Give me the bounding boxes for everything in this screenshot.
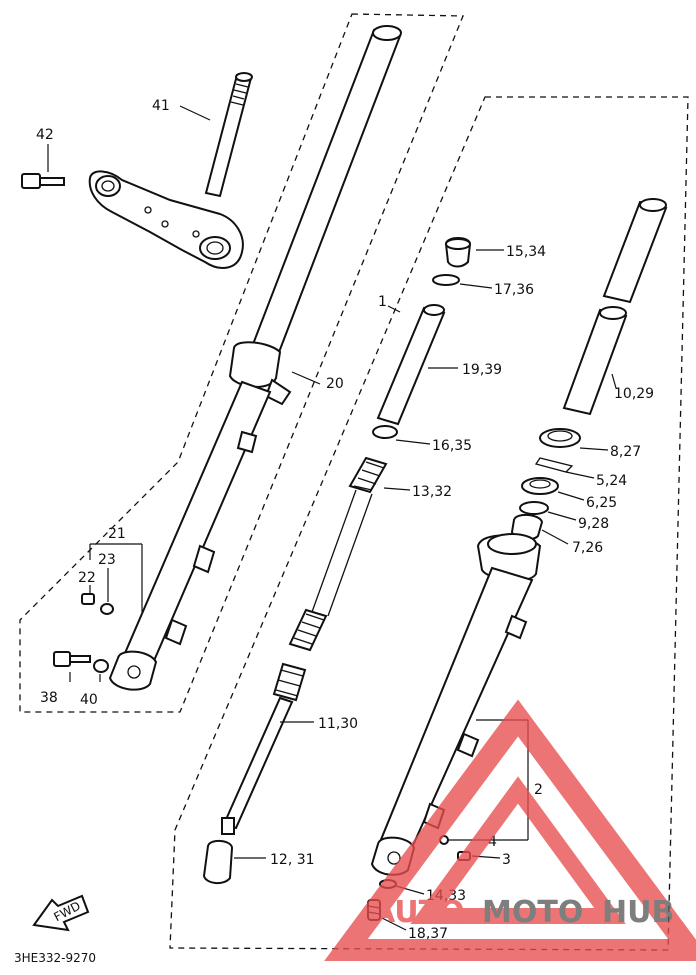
callout-18-37: 18,37 [408,926,448,942]
callout-17-36: 17,36 [494,282,534,298]
washer-40 [93,659,109,673]
cap-bolt [444,237,472,268]
spring-seat [372,425,398,439]
callout-11-30: 11,30 [318,716,358,732]
damper-rod [221,662,307,835]
washer-9 [519,501,549,515]
watermark-text-hub: HUB [602,895,674,930]
callout-3: 3 [502,852,511,868]
oil-seal [521,477,559,495]
callout-12-31: 12, 31 [270,852,315,868]
callout-4: 4 [488,834,497,850]
drain-screw-22 [81,593,95,605]
watermark-text-auto: AUTO [372,895,465,930]
callouts: 41 42 20 21 23 22 38 40 1 15,34 17,36 19… [36,98,654,942]
bolt-38 [53,651,91,667]
watermark-text-moto: MOTO [482,895,583,930]
callout-6-25: 6,25 [586,495,617,511]
callout-1: 1 [378,294,387,310]
callout-21: 21 [108,526,126,542]
fork-spring [288,456,388,652]
callout-15-34: 15,34 [506,244,546,260]
callout-10-29: 10,29 [614,386,654,402]
callout-23: 23 [98,552,116,568]
left-fork-assembly [108,25,402,691]
right-assembly-boundary [169,96,689,951]
callout-8-27: 8,27 [610,444,641,460]
taper-spindle [202,840,234,884]
o-ring [432,274,460,286]
pinch-bolt [21,173,65,189]
callout-9-28: 9,28 [578,516,609,532]
washer-23 [100,603,114,615]
callout-7-26: 7,26 [572,540,603,556]
callout-22: 22 [78,570,96,586]
callout-40: 40 [80,692,98,708]
callout-13-32: 13,32 [412,484,452,500]
callout-41: 41 [152,98,170,114]
diagram-code: 3HE332-9270 [14,951,96,965]
left-assembly-boundary [19,13,464,713]
callout-38: 38 [40,690,58,706]
callout-42: 42 [36,127,54,143]
callout-20: 20 [326,376,344,392]
callout-19-39: 19,39 [462,362,502,378]
callout-5-24: 5,24 [596,473,627,489]
dust-seal [539,428,581,448]
callout-16-35: 16,35 [432,438,472,454]
retaining-clip [534,457,574,473]
fwd-arrow-icon: FWD [32,894,90,932]
callout-2: 2 [534,782,543,798]
steering-stem [204,72,253,198]
spacer-tube [376,304,446,426]
right-inner-tube [562,198,668,416]
watermark-logo: AUTO MOTO HUB [324,699,696,961]
lower-bracket [88,170,244,269]
